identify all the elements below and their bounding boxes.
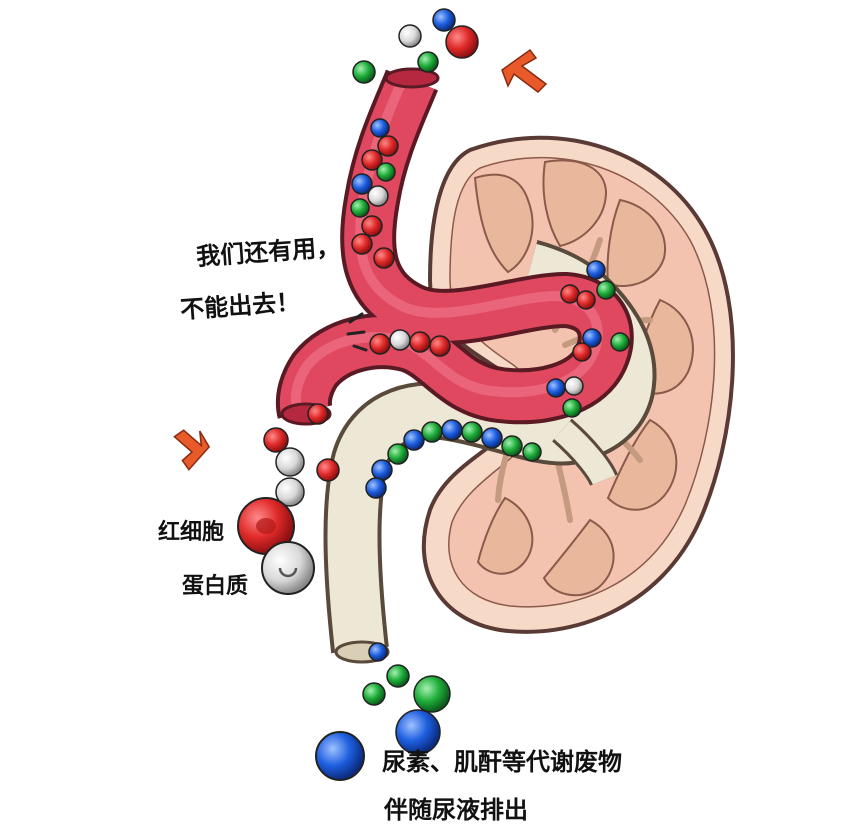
protein-icon	[261, 541, 315, 595]
protein-label: 蛋白质	[182, 574, 249, 599]
vessel-cells	[307, 118, 602, 425]
waste-molecule-icon	[315, 664, 451, 781]
incoming-cells	[352, 8, 479, 84]
speech-marks	[346, 312, 368, 352]
ureter-molecules	[365, 260, 630, 662]
red-blood-cell-icon	[237, 497, 295, 555]
arrow-icon	[173, 48, 548, 471]
waste-label-line-1: 尿素、肌酐等代谢废物	[382, 748, 622, 776]
waste-label-line-2: 伴随尿液排出	[384, 796, 528, 824]
red-blood-cell-label: 红细胞	[158, 520, 225, 545]
retained-cells	[263, 427, 340, 507]
